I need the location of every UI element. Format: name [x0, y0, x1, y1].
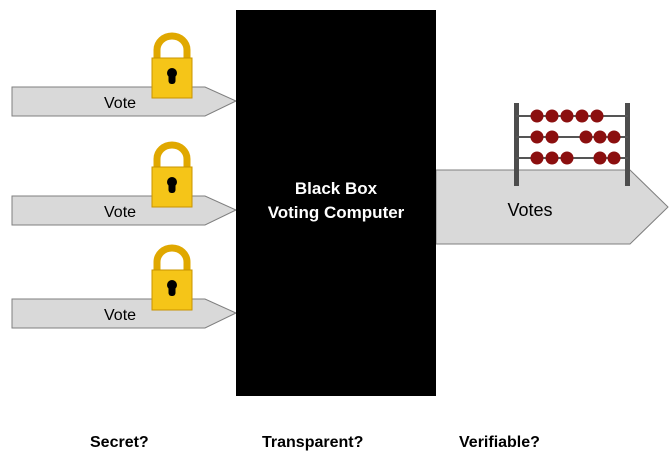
vote-input-3: Vote	[11, 298, 238, 329]
vote-input-1: Vote	[11, 86, 238, 117]
padlock-icon	[151, 244, 193, 311]
votes-output-label: Votes	[507, 200, 552, 220]
question-transparent: Transparent?	[262, 434, 364, 451]
black-box-title-line2: Voting Computer	[268, 203, 405, 222]
black-box	[236, 10, 436, 396]
abacus-icon	[514, 103, 630, 186]
vote-arrow-2-label: Vote	[104, 204, 136, 221]
vote-input-2: Vote	[11, 195, 238, 226]
question-secret: Secret?	[90, 434, 149, 451]
vote-arrow-1-label: Vote	[104, 95, 136, 112]
black-box-title-line1: Black Box	[295, 179, 378, 198]
padlock-icon	[151, 32, 193, 99]
question-verifiable: Verifiable?	[459, 434, 540, 451]
padlock-icon	[151, 141, 193, 208]
vote-arrow-3-label: Vote	[104, 307, 136, 324]
